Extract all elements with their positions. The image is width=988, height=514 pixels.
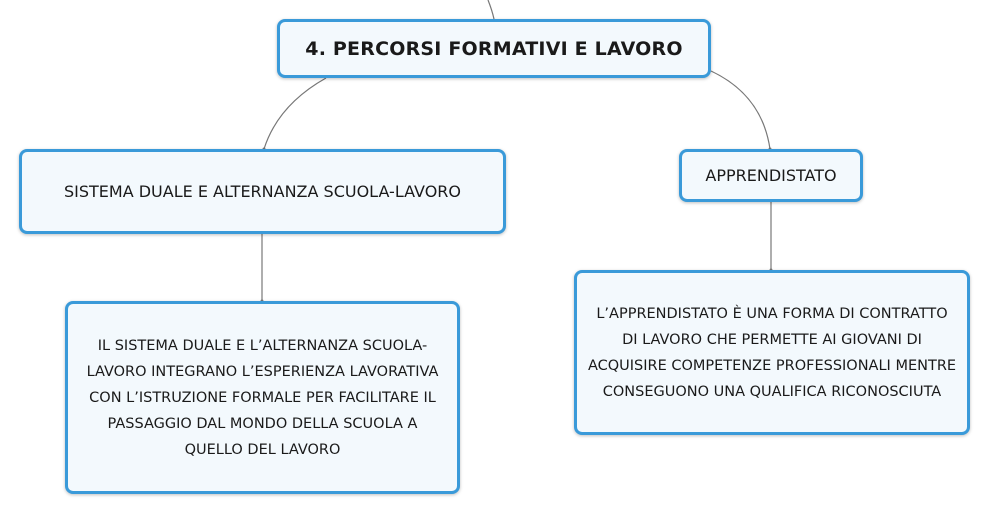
root-topic-node[interactable]: 4. PERCORSI FORMATIVI E LAVORO: [277, 19, 711, 78]
detail-node-sistema-duale[interactable]: IL SISTEMA DUALE E L’ALTERNANZA SCUOLA-L…: [65, 301, 460, 494]
branch-node-apprendistato[interactable]: APPRENDISTATO: [679, 149, 863, 202]
connector-parent-to-root: [487, 0, 495, 20]
root-topic-label: 4. PERCORSI FORMATIVI E LAVORO: [305, 37, 683, 60]
branch-label-sistema-duale: SISTEMA DUALE E ALTERNANZA SCUOLA-LAVORO: [63, 182, 461, 201]
detail-node-apprendistato[interactable]: L’APPRENDISTATO È UNA FORMA DI CONTRATTO…: [574, 270, 970, 435]
detail-text-apprendistato: L’APPRENDISTATO È UNA FORMA DI CONTRATTO…: [587, 305, 957, 400]
connector-root-to-left-branch: [262, 77, 327, 151]
detail-text-sistema-duale: IL SISTEMA DUALE E L’ALTERNANZA SCUOLA-L…: [86, 337, 439, 458]
branch-node-sistema-duale[interactable]: SISTEMA DUALE E ALTERNANZA SCUOLA-LAVORO: [19, 149, 506, 234]
branch-label-apprendistato: APPRENDISTATO: [705, 166, 837, 185]
connector-root-to-right-branch: [710, 70, 772, 151]
